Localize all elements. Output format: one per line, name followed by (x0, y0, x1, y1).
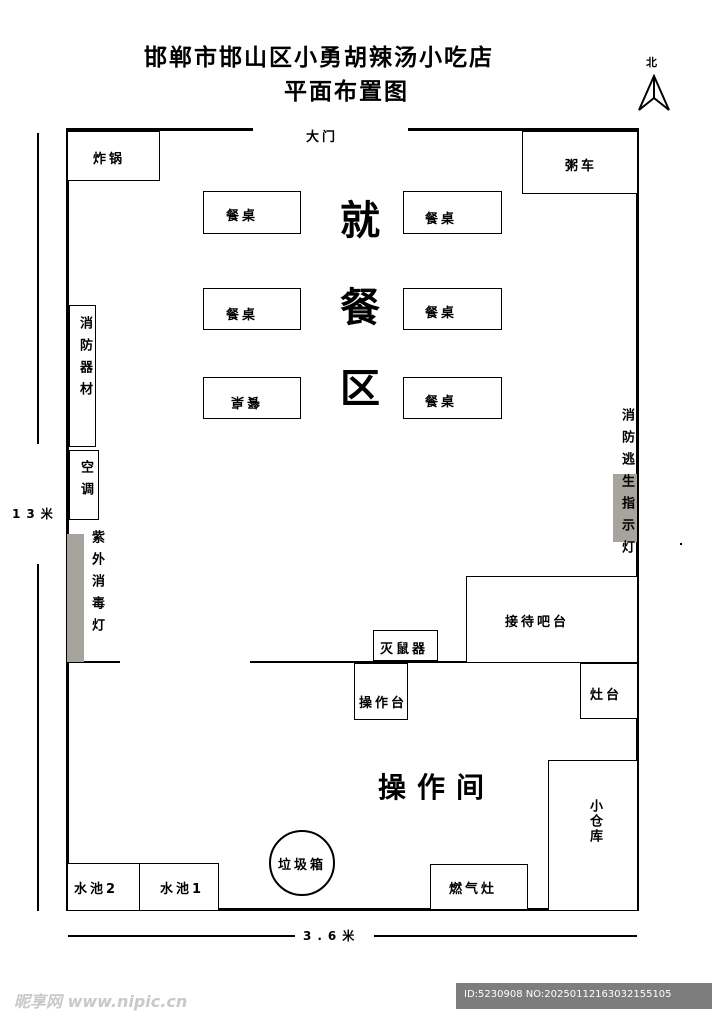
trash-bin-label: 垃圾箱 (278, 858, 327, 873)
dining-table-label: 餐桌 (425, 212, 458, 227)
rat-killer-box: 灭鼠器 (373, 630, 438, 661)
stove-counter-box: 灶台 (580, 663, 638, 719)
air-conditioner-label: 空调 (78, 460, 93, 504)
dining-zone-char-1: 就 (340, 198, 380, 244)
sink-2-label: 水池2 (74, 882, 119, 897)
sink-2-box: 水池2 (67, 863, 140, 911)
dot-mark (680, 543, 682, 545)
exit-sign-bar (613, 474, 637, 542)
partition-right (250, 661, 638, 663)
gas-stove-box: 燃气灶 (430, 864, 528, 910)
entrance-label: 大门 (306, 130, 339, 145)
dining-table-3: 餐桌 (203, 288, 301, 330)
storage-label: 小仓库 (587, 799, 602, 844)
porridge-cart-label: 粥车 (565, 159, 598, 174)
gas-stove-label: 燃气灶 (449, 882, 498, 897)
dim-height-line-bottom (37, 564, 39, 911)
rat-killer-label: 灭鼠器 (380, 642, 429, 657)
wall-right (636, 128, 639, 911)
dining-table-label: 餐桌 (226, 308, 259, 323)
stove-counter-label: 灶台 (590, 688, 623, 703)
porridge-cart-box: 粥车 (522, 131, 638, 194)
reception-bar-box: 接待吧台 (466, 576, 638, 663)
dining-table-label: 餐桌 (228, 394, 261, 409)
fryer-label: 炸锅 (93, 152, 126, 167)
dining-table-1: 餐桌 (203, 191, 301, 234)
watermark-id: ID:5230908 NO:20250112163032155105 (464, 989, 672, 1000)
sink-1-label: 水池1 (160, 882, 205, 897)
exit-sign-label: 消防逃生指示灯 (619, 408, 634, 562)
title-line-2: 平面布置图 (284, 79, 409, 105)
title-line-1: 邯郸市邯山区小勇胡辣汤小吃店 (144, 45, 494, 71)
fryer-box: 炸锅 (67, 131, 160, 181)
dining-table-4: 餐桌 (403, 288, 502, 330)
wall-bottom (66, 908, 639, 911)
fire-equipment-label: 消防器材 (77, 316, 92, 404)
reception-bar-label: 接待吧台 (505, 615, 570, 630)
wall-left (66, 128, 69, 911)
partition-left (67, 661, 120, 663)
dim-width-line-left (68, 935, 295, 937)
dining-table-label: 餐桌 (226, 209, 259, 224)
dim-height-line-top (37, 133, 39, 444)
dim-width-label: 3.6米 (303, 929, 361, 943)
wall-top-right (408, 128, 638, 131)
dining-table-2: 餐桌 (403, 191, 502, 234)
wall-top-left (67, 128, 253, 131)
dining-table-label: 餐桌 (425, 395, 458, 410)
north-label: 北 (646, 56, 657, 69)
sink-1-box: 水池1 (139, 863, 219, 911)
id-bar: ID:5230908 NO:20250112163032155105 (456, 983, 712, 1009)
kitchen-zone-label: 操作间 (378, 771, 496, 804)
dim-height-label: 13米 (12, 507, 59, 521)
dining-table-5: 餐桌 (203, 377, 301, 419)
storage-box: 小仓库 (548, 760, 638, 911)
dining-table-6: 餐桌 (403, 377, 502, 419)
north-arrow-icon (638, 74, 670, 111)
work-table-label: 操作台 (359, 696, 408, 711)
uv-lamp-label: 紫外消毒灯 (89, 530, 104, 640)
dining-table-label: 餐桌 (425, 306, 458, 321)
dim-width-line-right (374, 935, 637, 937)
dining-zone-char-2: 餐 (340, 285, 380, 331)
dining-zone-char-3: 区 (340, 366, 380, 412)
trash-bin-box: 垃圾箱 (269, 830, 335, 896)
uv-lamp-bar (67, 534, 84, 662)
fire-equipment-box: 消防器材 (69, 305, 96, 447)
watermark-site: 昵享网 www.nipic.cn (14, 992, 188, 1011)
work-table-box: 操作台 (354, 663, 408, 720)
air-conditioner-box: 空调 (69, 450, 99, 520)
